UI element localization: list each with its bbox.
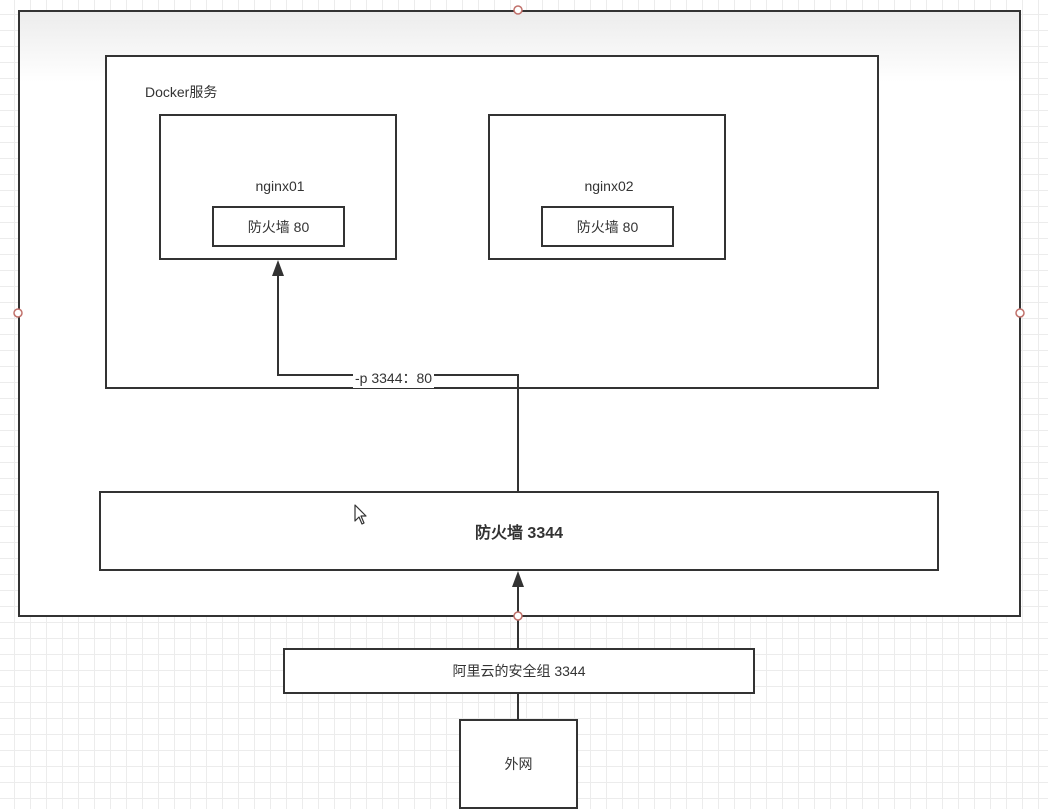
host-firewall-box[interactable]: 防火墙 3344 [99, 491, 939, 571]
internet-box[interactable]: 外网 [459, 719, 578, 809]
selection-handle-icon[interactable] [13, 308, 23, 318]
container-name-nginx01: nginx01 [255, 178, 305, 194]
mouse-pointer-icon [354, 504, 367, 525]
security-group-box[interactable]: 阿里云的安全组 3344 [283, 648, 755, 694]
port-mapping-arrowhead [272, 260, 284, 276]
docker-service-label: Docker服务 [145, 84, 218, 100]
container-name-nginx02: nginx02 [584, 178, 634, 194]
container-firewall-nginx02[interactable]: 防火墙 80 [541, 206, 674, 247]
selection-handle-icon[interactable] [513, 611, 523, 621]
firewall-arrowhead [512, 571, 524, 587]
port-mapping-label: -p 3344：80 [353, 368, 435, 388]
container-firewall-nginx01[interactable]: 防火墙 80 [212, 206, 345, 247]
selection-handle-icon[interactable] [1015, 308, 1025, 318]
selection-handle-icon[interactable] [513, 5, 523, 15]
